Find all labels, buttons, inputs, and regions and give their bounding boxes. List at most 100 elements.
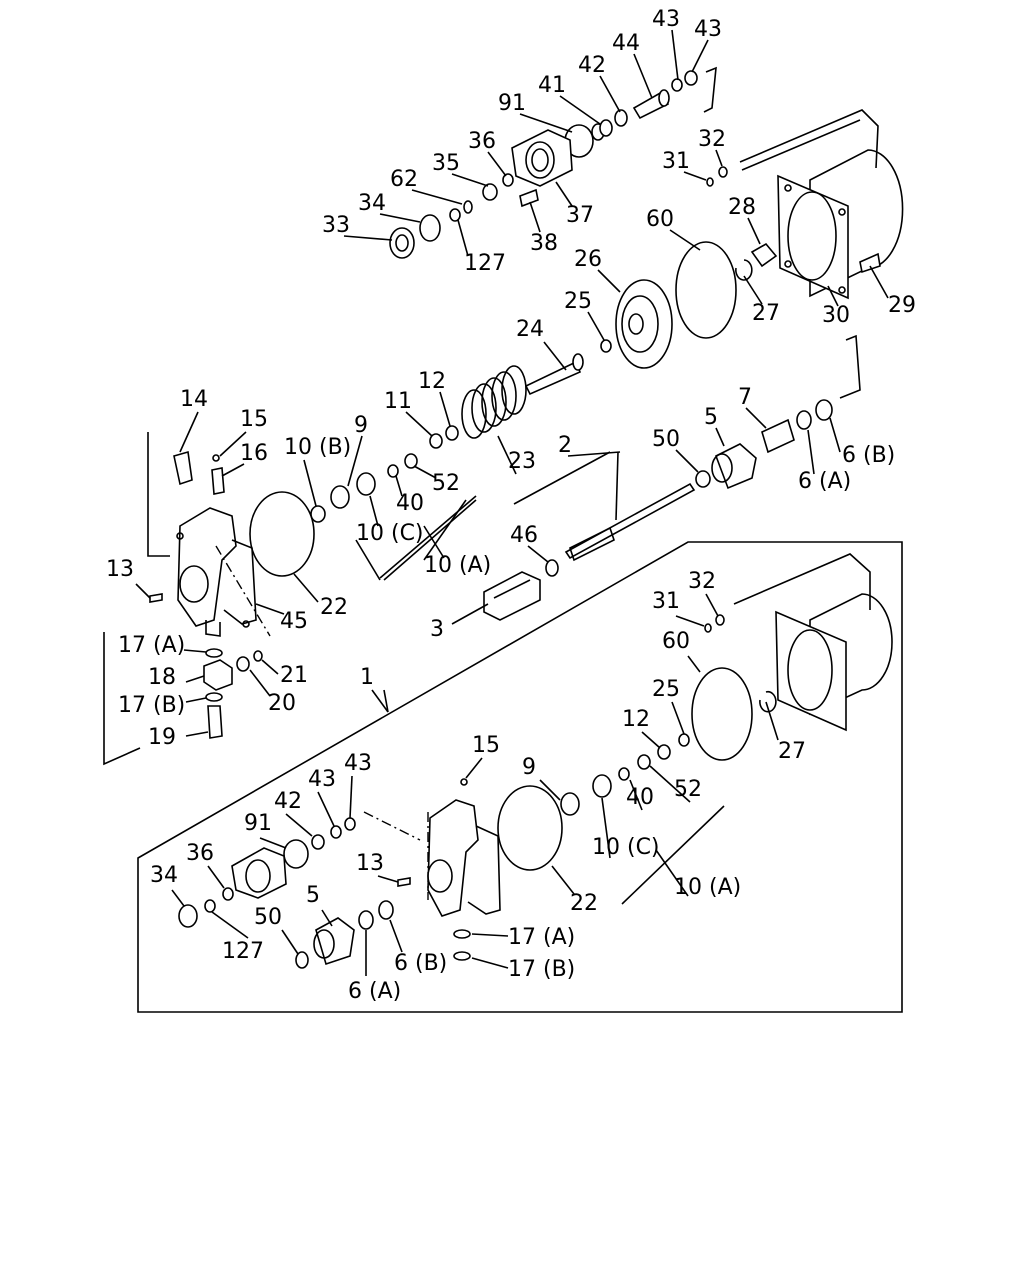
leader-line — [683, 171, 707, 181]
leader-line — [807, 429, 815, 475]
b-part-31-ring — [704, 623, 712, 633]
part-23-spring — [461, 365, 527, 439]
leader-line — [281, 929, 299, 955]
leader-line — [255, 603, 285, 615]
b-part-27-clip — [759, 690, 777, 713]
leader-line — [207, 865, 225, 889]
leader-line — [671, 29, 679, 81]
leader-line — [371, 689, 389, 713]
part-7-coupling — [761, 418, 795, 454]
label-22: 22 — [320, 595, 348, 620]
leader-line — [369, 495, 379, 527]
b-label-34: 34 — [150, 863, 178, 888]
b-label-17a: 17 (A) — [508, 925, 575, 950]
leader-line — [439, 391, 451, 427]
part-50-ring — [695, 470, 711, 488]
part-60-ring — [675, 241, 737, 339]
bracket-left-14 — [147, 432, 170, 557]
leader-line — [389, 919, 403, 953]
part-6b-ring — [815, 399, 833, 421]
group-bracket — [621, 805, 725, 905]
b-label-127: 127 — [222, 939, 264, 964]
b-label-12: 12 — [622, 707, 650, 732]
label-14: 14 — [180, 387, 208, 412]
leader-line — [183, 649, 207, 653]
label-32: 32 — [698, 127, 726, 152]
leader-line — [691, 39, 709, 73]
leader-line — [539, 779, 561, 801]
part-62-ring — [463, 200, 473, 214]
leader-line — [629, 779, 643, 811]
part-27-clip — [735, 259, 753, 281]
b-label-42: 42 — [274, 789, 302, 814]
leader-line — [615, 451, 619, 521]
label-26: 26 — [574, 247, 602, 272]
leader-line — [249, 669, 271, 697]
label-37: 37 — [566, 203, 594, 228]
b-label-36: 36 — [186, 841, 214, 866]
label-31: 31 — [662, 149, 690, 174]
label-23: 23 — [508, 449, 536, 474]
label-2: 2 — [558, 433, 572, 458]
part-35-seal — [482, 183, 498, 201]
leader-line — [423, 525, 445, 559]
b-part-91-oring — [283, 839, 309, 869]
part-43-ring-a — [671, 78, 683, 92]
leader-line — [649, 765, 691, 803]
leader-line — [321, 909, 333, 927]
b-part-52-ring — [637, 754, 651, 770]
label-60: 60 — [646, 207, 674, 232]
label-1: 1 — [360, 665, 374, 690]
part-29-bolt — [859, 252, 881, 274]
part-10b-ring — [310, 505, 326, 523]
label-13: 13 — [106, 557, 134, 582]
leader-line — [383, 499, 477, 581]
leader-line — [869, 265, 889, 299]
bottom-assembly-drawing — [137, 541, 903, 1013]
part-127-ring — [449, 208, 461, 222]
b-part-32-ring — [715, 614, 725, 626]
part-25-ring — [600, 339, 612, 353]
assembly-1-frame — [137, 541, 903, 1013]
part-36-plug — [502, 173, 514, 187]
b-label-31: 31 — [652, 589, 680, 614]
label-3: 3 — [430, 617, 444, 642]
label-17a: 17 (A) — [118, 633, 185, 658]
leader-line — [317, 791, 335, 827]
leader-line — [185, 731, 209, 737]
leader-line — [219, 431, 247, 457]
b-part-43-ring-b — [330, 825, 342, 839]
part-16-screw — [211, 467, 225, 495]
b-label-91: 91 — [244, 811, 272, 836]
label-9: 9 — [354, 413, 368, 438]
label-34: 34 — [358, 191, 386, 216]
label-30: 30 — [822, 303, 850, 328]
label-41: 41 — [538, 73, 566, 98]
b-label-43a: 43 — [344, 751, 372, 776]
label-19: 19 — [148, 725, 176, 750]
bracket-43-44 — [703, 66, 717, 113]
label-38: 38 — [530, 231, 558, 256]
leader-line — [457, 219, 469, 257]
b-part-34-washer — [178, 904, 198, 928]
leader-line — [383, 689, 389, 713]
b-part-36-plug — [222, 887, 234, 901]
leader-line — [395, 475, 403, 497]
label-36: 36 — [468, 129, 496, 154]
leader-line — [405, 411, 433, 437]
leader-line — [451, 173, 489, 187]
part-15-ball — [212, 454, 220, 462]
leader-line — [171, 889, 185, 907]
b-part-10c-bushing — [592, 774, 612, 798]
b-label-9: 9 — [522, 755, 536, 780]
leader-line — [285, 813, 313, 837]
leader-line — [671, 701, 685, 735]
label-21: 21 — [280, 663, 308, 688]
leader-line — [355, 539, 381, 581]
leader-line — [413, 465, 437, 479]
leader-line — [675, 615, 705, 627]
leader-line — [135, 583, 151, 599]
leader-line — [179, 411, 199, 453]
leader-line — [303, 459, 317, 507]
